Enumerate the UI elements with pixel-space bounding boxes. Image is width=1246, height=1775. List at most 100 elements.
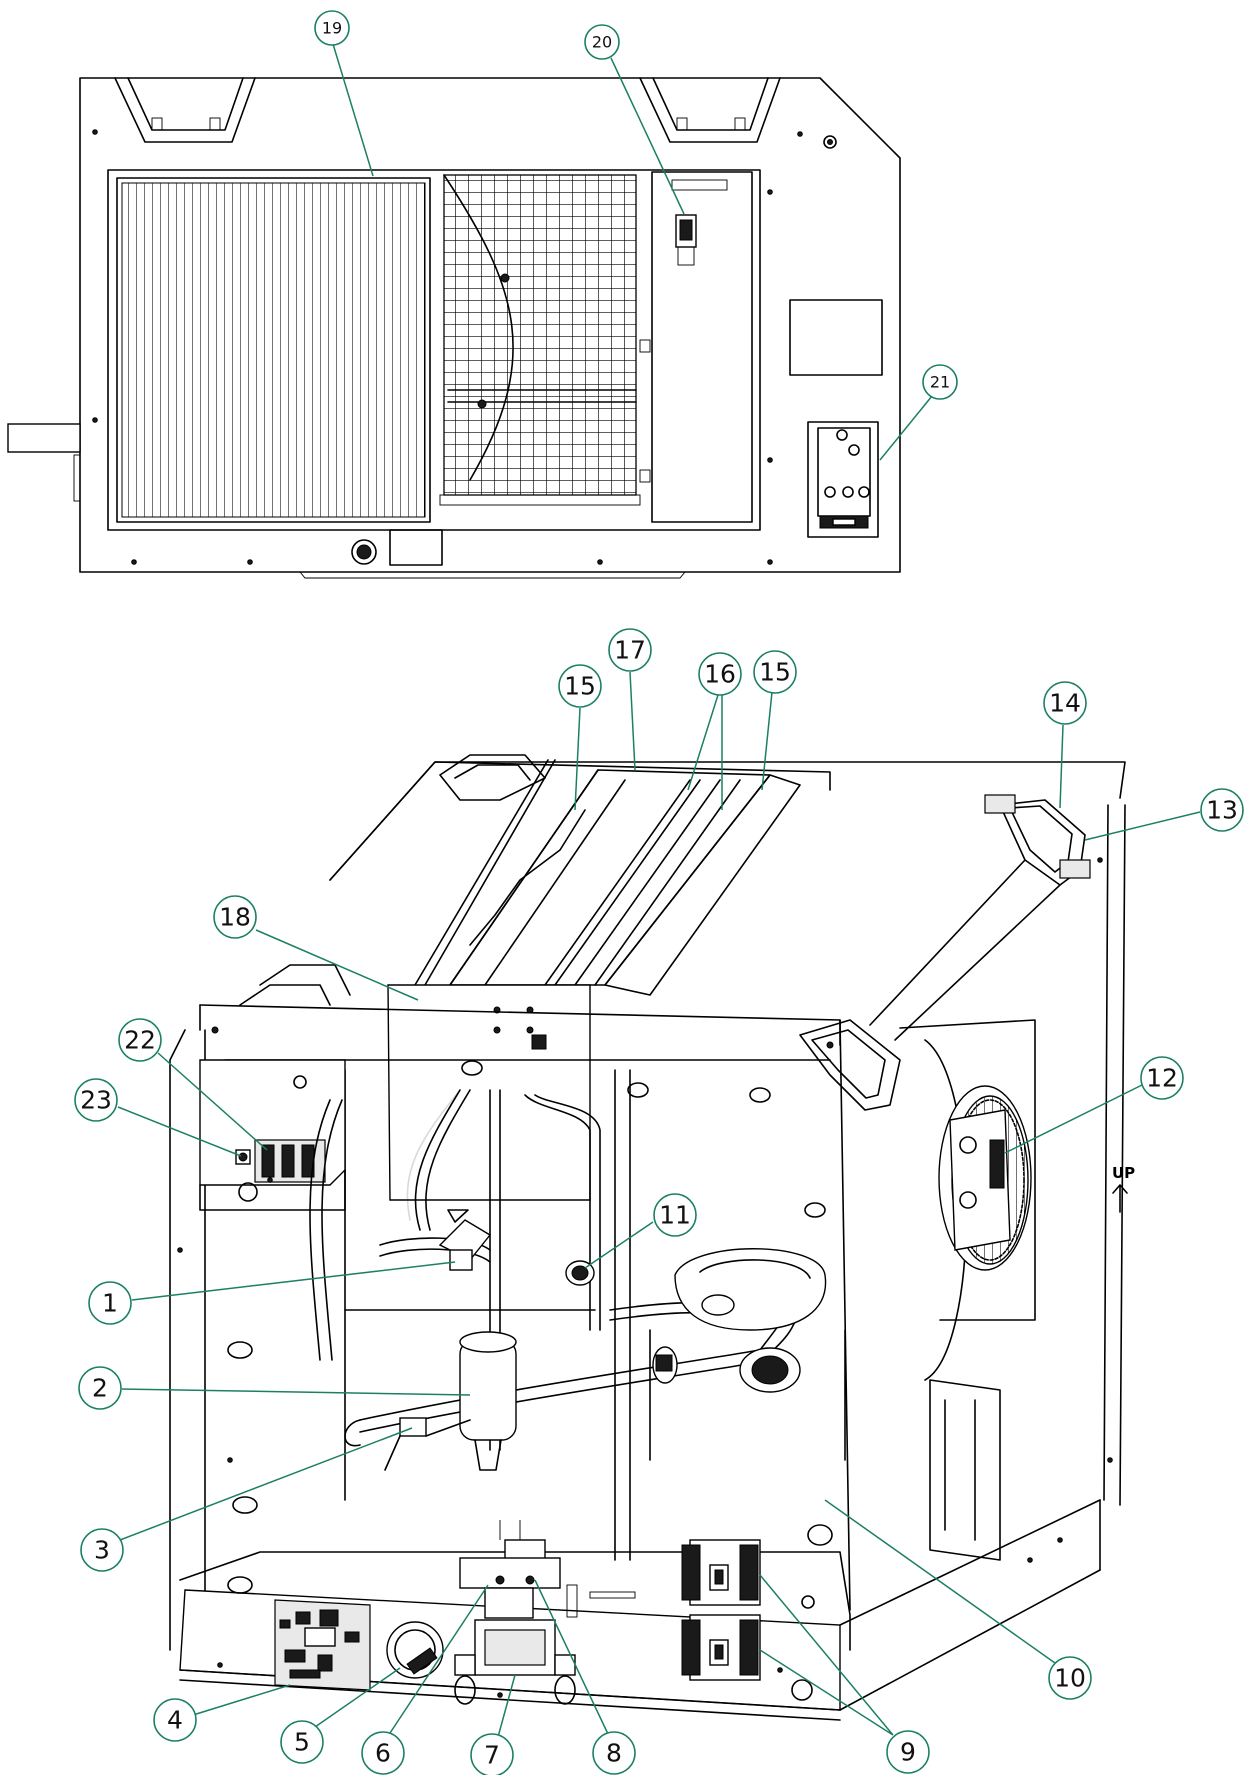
callout-number: 15 [564, 672, 596, 701]
callout-number: 6 [375, 1739, 391, 1768]
callout-23: 23 [74, 1078, 242, 1157]
filter-drier [459, 1331, 517, 1471]
callout-10: 10 [824, 1499, 1092, 1700]
grille-fastener [500, 273, 510, 283]
panel-latch [639, 469, 651, 483]
callout-number: 22 [124, 1026, 156, 1055]
callout-circle [78, 1366, 122, 1410]
side-bracket [7, 423, 81, 453]
lifting-handle [799, 794, 1091, 1111]
callout-circle [280, 1720, 324, 1764]
leader-line [824, 1499, 1056, 1664]
callout-number: 16 [704, 660, 736, 689]
base-side [839, 1499, 1101, 1711]
callout-number: 19 [322, 19, 342, 38]
leader-line [117, 1106, 242, 1157]
callout-circle [361, 1731, 405, 1775]
wire-tie [566, 1584, 578, 1618]
leader-line [759, 1574, 894, 1736]
callout-16: 16 [687, 652, 742, 810]
callout-circle [1140, 1056, 1184, 1100]
electrical-box-front [807, 421, 879, 538]
blower-motor [938, 1085, 1032, 1271]
pipe-clamps [227, 1060, 833, 1705]
callout-circle [608, 628, 652, 672]
callout-15-right: 15 [753, 650, 797, 791]
control-board [274, 1599, 371, 1691]
callout-number: 5 [294, 1728, 310, 1757]
leader-line [534, 1579, 609, 1735]
callout-18: 18 [213, 895, 419, 1001]
compressor [649, 1248, 846, 1461]
leader-line [1059, 724, 1064, 809]
base-rail [299, 571, 686, 579]
top-frame-edge [329, 761, 1126, 881]
callout-number: 21 [930, 373, 950, 392]
orientation-label: UP [1112, 1164, 1135, 1182]
callout-number: 3 [94, 1536, 110, 1565]
leader-line [497, 1674, 516, 1738]
callout-circle [698, 652, 742, 696]
leader-line [761, 691, 773, 791]
callout-19: 19 [314, 10, 374, 177]
heater-housing [604, 774, 801, 996]
callout-3: 3 [80, 1427, 413, 1572]
callout-circle [558, 664, 602, 708]
callout-circle [153, 1698, 197, 1742]
leader-line [131, 1261, 456, 1301]
leader-line [687, 694, 723, 810]
leader-line [629, 671, 636, 771]
pressure-switch [386, 1621, 444, 1679]
coil-bracket [387, 984, 591, 1201]
callout-number: 14 [1049, 689, 1081, 718]
callout-number: 8 [606, 1739, 622, 1768]
callout-number: 15 [759, 658, 791, 687]
contactors [681, 1539, 761, 1681]
callout-circle [584, 24, 620, 60]
callout-number: 18 [219, 903, 251, 932]
right-frame-inner [1103, 804, 1109, 1501]
callout-22: 22 [118, 1018, 268, 1151]
callout-number: 23 [80, 1086, 112, 1115]
callouts: 19 20 21 17 15 16 1 [74, 10, 1244, 1775]
panel-latch [639, 339, 651, 353]
callout-circle [88, 1281, 132, 1325]
leader-line [879, 395, 933, 461]
callout-2: 2 [78, 1366, 471, 1410]
front-handle-right [639, 77, 781, 143]
grille-wire [443, 174, 514, 481]
leader-line [332, 43, 374, 177]
coil-rail [414, 759, 556, 986]
callout-number: 7 [484, 1741, 500, 1770]
callout-circle [592, 1731, 636, 1775]
callout-circle [314, 10, 350, 46]
leader-line [389, 1584, 489, 1734]
callout-circle [1043, 681, 1087, 725]
up-arrow-icon [1112, 1184, 1128, 1213]
callout-number: 1 [102, 1289, 118, 1318]
front-handle-left [114, 77, 256, 143]
coil-hinge [469, 809, 586, 946]
front-view [7, 77, 901, 579]
transformer [454, 1619, 576, 1676]
callout-17: 17 [608, 628, 652, 771]
callout-circle [653, 1193, 697, 1237]
panel-slot [671, 179, 728, 191]
callout-14: 14 [1043, 681, 1087, 809]
leader-line [584, 1221, 654, 1269]
callout-5: 5 [280, 1667, 401, 1764]
callout-number: 11 [659, 1201, 691, 1230]
callout-9: 9 [759, 1574, 930, 1774]
callout-circle [1048, 1656, 1092, 1700]
callout-6: 6 [361, 1584, 489, 1775]
relay-assembly [459, 1520, 561, 1619]
base-tray-edge [179, 1551, 851, 1651]
callout-13: 13 [1084, 788, 1244, 841]
callout-number: 9 [900, 1738, 916, 1767]
rating-plate [789, 299, 883, 376]
drain-fitting [351, 539, 377, 565]
callout-number: 17 [614, 636, 646, 665]
callout-circle [118, 1018, 162, 1062]
leader-line [157, 1052, 268, 1151]
